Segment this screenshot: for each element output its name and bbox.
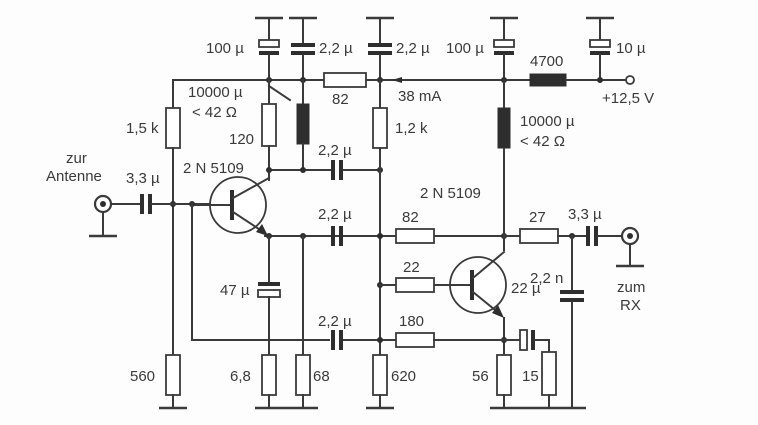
resistor-1k5 [165, 79, 181, 356]
label-supply-voltage: +12,5 V [602, 90, 654, 107]
resistor-1k2 [372, 79, 388, 356]
resistor-27 [503, 228, 587, 244]
label-resistor-82-row2: 82 [402, 209, 419, 226]
cap-2u2-top-a [289, 16, 317, 81]
choke-l1 [296, 79, 310, 171]
l1-pointer [267, 84, 292, 102]
label-current: 38 mA [398, 88, 441, 105]
label-input-line1: zur [66, 150, 87, 167]
current-arrow [392, 77, 402, 83]
cap-2u2-top-b [366, 16, 394, 81]
label-transistor-t2: 2 N 5109 [420, 185, 481, 202]
label-resistor-560: 560 [130, 368, 155, 385]
cap-3u3-out [586, 226, 623, 246]
cap-100u-right [490, 16, 518, 81]
cap-100u-left [255, 16, 283, 81]
label-resistor-27: 27 [529, 209, 546, 226]
choke-4700 [529, 73, 567, 87]
transistor-t1 [191, 176, 271, 236]
input-connector [89, 194, 141, 238]
label-output-line1: zum [617, 279, 645, 296]
label-resistor-6-8: 6,8 [230, 368, 251, 385]
label-l2-resistance: < 42 Ω [520, 133, 565, 150]
cap-2u2-row2 [331, 226, 343, 246]
resistor-560 [159, 354, 187, 410]
cap-2u2-bottom [331, 330, 343, 350]
label-cap-2u2-mid: 2,2 µ [318, 142, 352, 159]
resistor-6-8 [261, 354, 277, 409]
label-cap-10u: 10 µ [616, 40, 646, 57]
resistor-180 [342, 332, 521, 348]
resistor-22 [379, 277, 435, 293]
cap-47u [257, 235, 281, 356]
label-resistor-82-top: 82 [332, 91, 349, 108]
label-choke-4700: 4700 [530, 53, 563, 70]
label-cap-47u: 47 µ [220, 282, 250, 299]
label-resistor-56: 56 [472, 368, 489, 385]
label-resistor-180: 180 [399, 313, 424, 330]
resistor-120 [261, 79, 277, 181]
collector-node-t1 [266, 160, 383, 180]
label-transistor-t1: 2 N 5109 [183, 160, 244, 177]
cap-22u [519, 329, 550, 353]
supply-rail [172, 72, 635, 88]
label-cap-3u3-in: 3,3 µ [126, 170, 160, 187]
label-l1-value: 10000 µ [188, 84, 243, 101]
label-resistor-22: 22 [403, 259, 420, 276]
label-cap-100u-left: 100 µ [206, 40, 244, 57]
label-l2-value: 10000 µ [520, 113, 575, 130]
label-cap-100u-right: 100 µ [446, 40, 484, 57]
cap-3u3-in [140, 194, 211, 214]
resistor-82-row2 [395, 228, 435, 244]
resistor-56 [496, 354, 512, 409]
label-cap-2u2-top-b: 2,2 µ [396, 40, 430, 57]
label-resistor-15: 15 [522, 368, 539, 385]
cap-2n2 [560, 235, 584, 409]
supply-terminal [625, 75, 635, 85]
label-resistor-1k2: 1,2 k [395, 120, 428, 137]
label-cap-22u: 22 µ [511, 280, 541, 297]
label-resistor-620: 620 [391, 368, 416, 385]
label-cap-2u2-bottom: 2,2 µ [318, 313, 352, 330]
resistor-620 [366, 354, 394, 410]
label-input-line2: Antenne [46, 168, 102, 185]
choke-l2 [497, 79, 511, 251]
label-l1-resistance: < 42 Ω [192, 104, 237, 121]
output-connector [616, 226, 644, 268]
label-resistor-120: 120 [229, 131, 254, 148]
label-output-line2: RX [620, 297, 641, 314]
label-cap-3u3-out: 3,3 µ [568, 206, 602, 223]
resistor-68 [295, 235, 311, 409]
resistor-82-top [323, 72, 367, 88]
label-cap-2n2: 2,2 n [530, 270, 563, 287]
label-cap-2u2-row2: 2,2 µ [318, 206, 352, 223]
label-resistor-68: 68 [313, 368, 330, 385]
resistor-15 [541, 351, 557, 409]
label-cap-2u2-top-a: 2,2 µ [319, 40, 353, 57]
label-resistor-1k5: 1,5 k [126, 120, 159, 137]
transistor-t2 [433, 250, 507, 318]
cap-10u [586, 16, 614, 81]
